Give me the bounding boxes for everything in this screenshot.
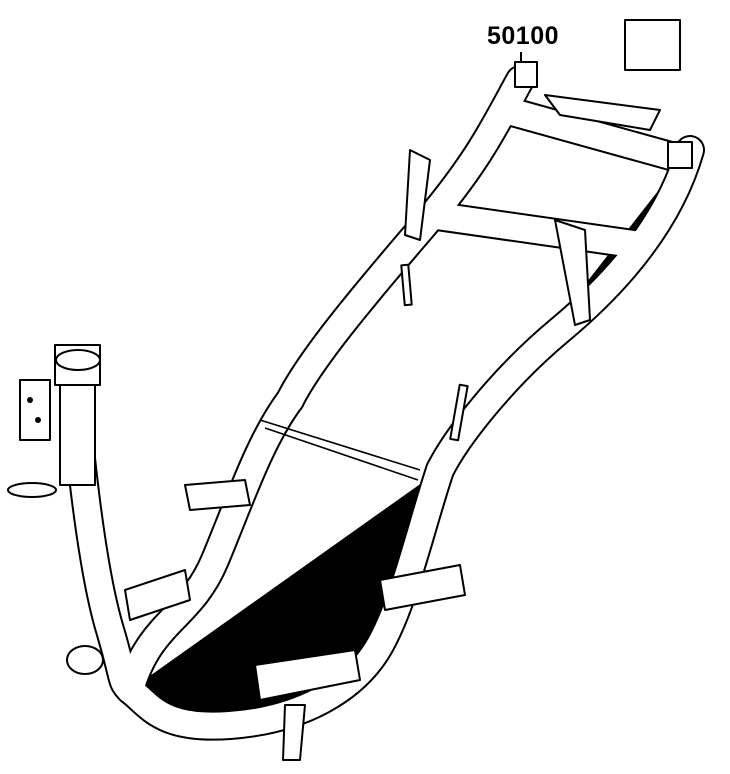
cross-brace xyxy=(259,419,421,471)
headstock xyxy=(7,344,101,498)
frame-tubes xyxy=(78,80,690,726)
part-number-label: 50100 xyxy=(487,22,560,50)
brackets xyxy=(66,19,693,761)
